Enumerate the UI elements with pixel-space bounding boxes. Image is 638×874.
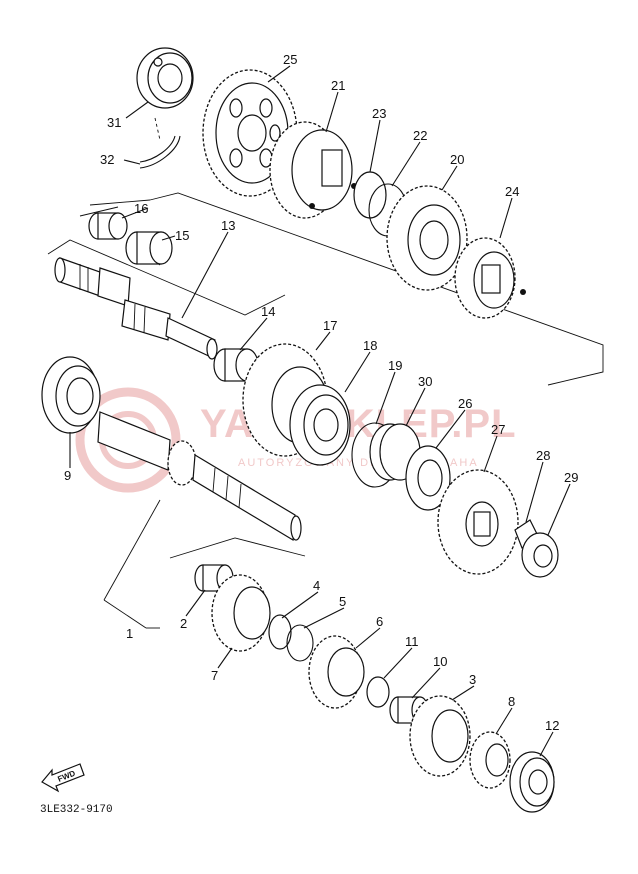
- label-21: 21: [331, 78, 345, 93]
- part-16-bearing: [88, 212, 128, 240]
- label-8: 8: [508, 694, 515, 709]
- part-21-gear: [269, 121, 357, 219]
- part-23-washer: [353, 171, 387, 219]
- part-12-bearing: [509, 751, 555, 813]
- label-31: 31: [107, 115, 121, 130]
- label-9: 9: [64, 468, 71, 483]
- label-25: 25: [283, 52, 297, 67]
- label-3: 3: [469, 672, 476, 687]
- part-2-bearing: [194, 564, 234, 592]
- part-13-main-axle: [54, 257, 218, 360]
- label-24: 24: [505, 184, 519, 199]
- label-1: 1: [126, 626, 133, 641]
- label-6: 6: [376, 614, 383, 629]
- part-labels: 25 21 23 22 20 24 31 32 16 15 13 14 17 1…: [64, 52, 578, 733]
- label-2: 2: [180, 616, 187, 631]
- label-32: 32: [100, 152, 114, 167]
- part-26-seal: [405, 445, 451, 511]
- label-17: 17: [323, 318, 337, 333]
- label-20: 20: [450, 152, 464, 167]
- label-23: 23: [372, 106, 386, 121]
- label-16: 16: [134, 201, 148, 216]
- part-18-bearing: [289, 384, 351, 466]
- part-15-bearing: [125, 231, 173, 265]
- part-30-collar: [369, 423, 421, 481]
- part-8-gear: [469, 731, 511, 789]
- part-1-drive-axle: [97, 411, 302, 542]
- label-22: 22: [413, 128, 427, 143]
- label-27: 27: [491, 422, 505, 437]
- label-14: 14: [261, 304, 275, 319]
- label-30: 30: [418, 374, 432, 389]
- label-19: 19: [388, 358, 402, 373]
- part-9-bearing: [41, 356, 101, 434]
- watermark-logo-ring: [75, 387, 181, 493]
- part-31-bearing: [136, 47, 194, 109]
- leader-lines: [69, 65, 571, 757]
- part-24-gear: [454, 237, 526, 319]
- label-4: 4: [313, 578, 320, 593]
- part-4-washer: [268, 614, 292, 650]
- label-18: 18: [363, 338, 377, 353]
- label-10: 10: [433, 654, 447, 669]
- label-29: 29: [564, 470, 578, 485]
- group-bracket-main-axle: [47, 239, 286, 316]
- part-3-gear: [409, 695, 471, 777]
- part-29-nut: [521, 532, 559, 578]
- diagram-code: 3LE332-9170: [40, 804, 113, 816]
- leader-31-32: [154, 117, 161, 141]
- label-13: 13: [221, 218, 235, 233]
- part-20-gear: [386, 185, 468, 291]
- group-bracket-1: [103, 499, 306, 629]
- part-5-circlip: [286, 624, 314, 662]
- part-11-washer: [366, 676, 390, 708]
- label-5: 5: [339, 594, 346, 609]
- part-27-sprocket: [437, 469, 519, 575]
- group-bracket-13: [89, 192, 604, 386]
- label-11: 11: [405, 634, 419, 649]
- part-7-gear: [211, 574, 271, 652]
- label-15: 15: [175, 228, 189, 243]
- fwd-arrow-icon: FWD: [41, 763, 85, 793]
- label-12: 12: [545, 718, 559, 733]
- label-7: 7: [211, 668, 218, 683]
- label-28: 28: [536, 448, 550, 463]
- part-32-circlip: [139, 135, 181, 169]
- label-26: 26: [458, 396, 472, 411]
